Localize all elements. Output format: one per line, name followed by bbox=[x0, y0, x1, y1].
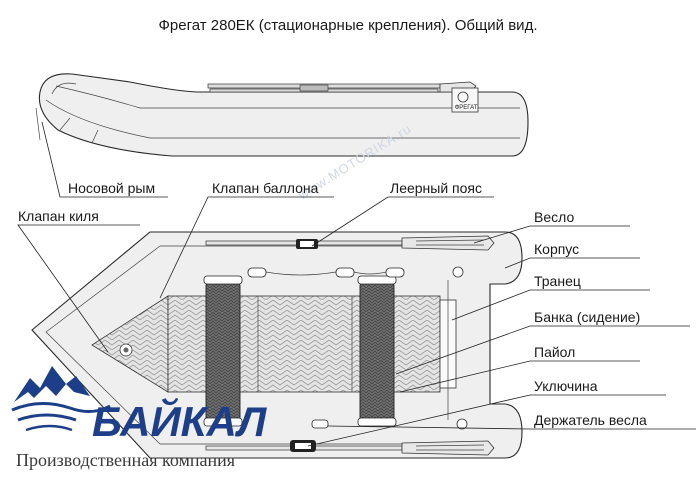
label-bench: Банка (сидение) bbox=[534, 309, 640, 325]
label-transom: Транец bbox=[534, 273, 581, 289]
label-lifeline: Леерный пояс bbox=[390, 180, 482, 196]
label-tube-valve: Клапан баллона bbox=[212, 180, 319, 196]
logo-brand: БАЙКАЛ bbox=[92, 396, 267, 445]
label-keel-valve: Клапан киля bbox=[18, 208, 99, 224]
diagram-title: Фрегат 280ЕК (стационарные крепления). О… bbox=[159, 17, 538, 34]
top-view bbox=[31, 231, 523, 459]
logo-company: Производственная компания bbox=[16, 450, 235, 470]
mountains-icon bbox=[14, 366, 90, 402]
side-plate-label: ФРЕГАТ bbox=[455, 105, 478, 111]
label-oar: Весло bbox=[534, 209, 574, 225]
side-view: ФРЕГАТ bbox=[35, 73, 529, 157]
label-oar-holder: Держатель весла bbox=[534, 412, 647, 428]
label-floor: Пайол bbox=[534, 344, 575, 360]
label-bow-ring: Носовой рым bbox=[68, 180, 155, 196]
leader-lines bbox=[17, 121, 696, 447]
baikal-logo: БАЙКАЛ Производственная компания bbox=[11, 366, 267, 470]
label-hull: Корпус bbox=[534, 241, 579, 257]
label-oarlock: Уключина bbox=[534, 378, 598, 394]
